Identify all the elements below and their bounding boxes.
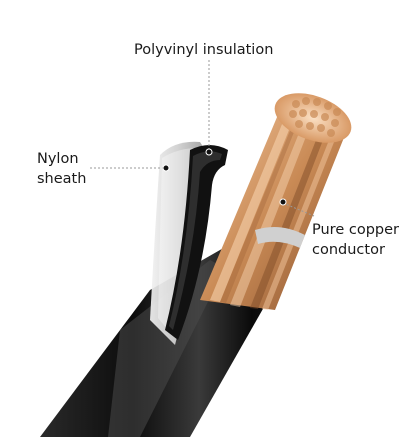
label-nylon-line2: sheath	[37, 171, 87, 187]
leader-copper	[282, 202, 315, 217]
insulation-collar	[255, 226, 305, 248]
label-nylon-sheath: Nylon sheath	[37, 149, 86, 189]
copper-strands	[200, 110, 345, 310]
cable-body-highlight	[108, 260, 225, 437]
marker-polyvinyl	[205, 148, 213, 156]
label-nylon-line1: Nylon	[37, 151, 79, 167]
marker-copper	[279, 198, 287, 206]
label-copper-line1: Pure copper	[312, 222, 399, 238]
label-pure-copper-conductor: Pure copper conductor	[312, 220, 399, 260]
label-polyvinyl-insulation: Polyvinyl insulation	[134, 42, 274, 58]
label-copper-line2: conductor	[312, 242, 385, 258]
marker-nylon	[162, 164, 170, 172]
